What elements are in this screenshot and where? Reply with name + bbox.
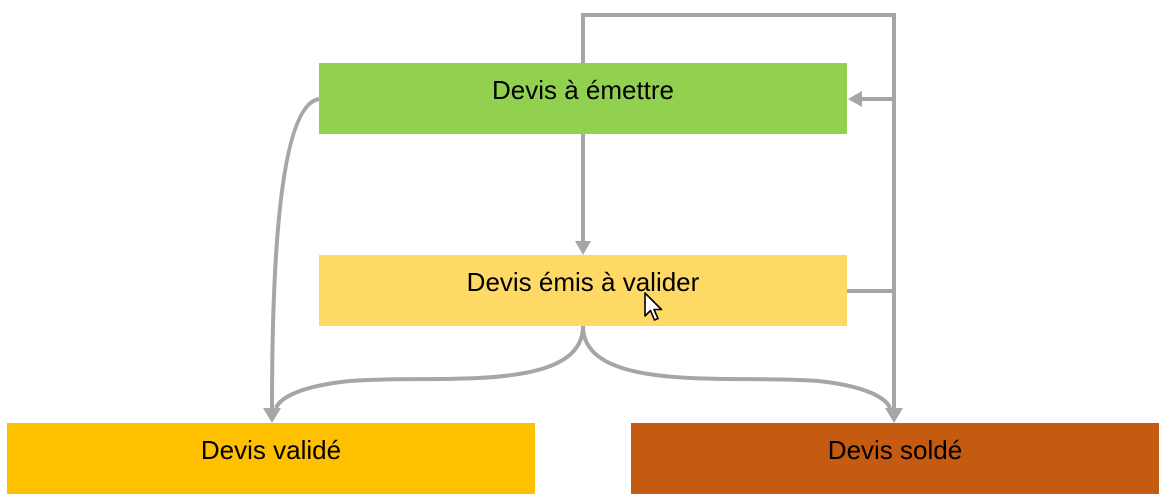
connector-loop-top xyxy=(581,13,896,408)
arrowheads xyxy=(263,91,903,423)
node-label: Devis soldé xyxy=(827,435,963,465)
arrowhead-emis xyxy=(575,241,591,255)
node-label: Devis validé xyxy=(200,435,342,465)
connector-emis-to-solde xyxy=(581,325,892,409)
node-devis-valide: Devis validé xyxy=(7,423,535,494)
arrowhead-solde xyxy=(885,408,903,423)
node-devis-a-emettre: Devis à émettre xyxy=(319,63,847,134)
connector-emettre-to-valide xyxy=(270,97,320,409)
node-label: Devis émis à valider xyxy=(466,267,700,297)
node-devis-emis-a-valider: Devis émis à valider xyxy=(319,255,847,326)
mouse-pointer-icon xyxy=(644,292,663,321)
arrowhead-valide xyxy=(263,408,281,423)
node-label: Devis à émettre xyxy=(491,75,675,105)
connector-emis-to-valide xyxy=(274,325,585,409)
node-devis-solde: Devis soldé xyxy=(631,423,1159,494)
arrowhead-emettre xyxy=(848,91,862,107)
connector-lines xyxy=(270,13,896,409)
